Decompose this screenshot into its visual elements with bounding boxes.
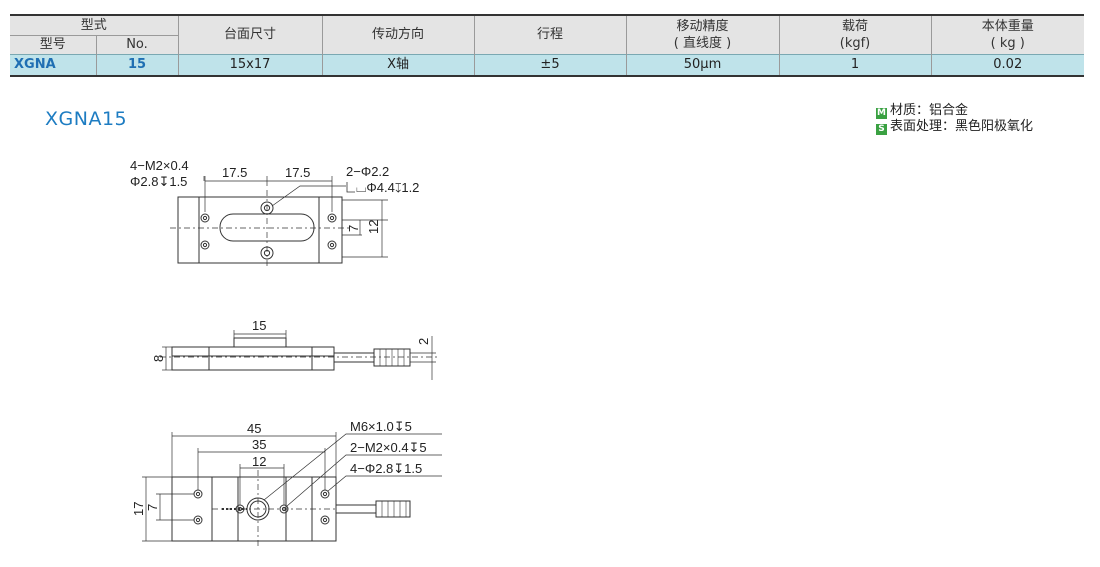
counterbore-hole-icon: [260, 246, 274, 260]
side-view: 15 8 2: [151, 318, 440, 380]
header-model: 型号: [10, 35, 96, 55]
screw-hole-icon: [200, 240, 210, 250]
dim-17-5-left: 17.5: [222, 165, 247, 180]
callout-m6: M6×1.0↧5: [350, 419, 412, 434]
leader-line: [271, 185, 346, 207]
spindle-shaft: [333, 352, 375, 363]
dim-17: 17: [131, 502, 146, 516]
leader-line: [327, 475, 442, 492]
product-title: XGNA15: [45, 108, 128, 130]
screw-hole-icon: [320, 489, 330, 499]
screw-hole-icon: [327, 240, 337, 250]
header-weight-line2: ( kg ): [990, 36, 1025, 51]
callout-phi2-8: 4−Φ2.8↧1.5: [350, 461, 422, 476]
dim-35: 35: [252, 437, 266, 452]
dim-7: 7: [346, 225, 361, 232]
top-view: 4−M2×0.4 Φ2.8↧1.5 17.5 17.5 2−Φ2.2 ⌴Φ4.4…: [130, 158, 419, 266]
header-stroke: 行程: [473, 14, 627, 55]
leader-line: [286, 454, 442, 507]
screw-hole-icon: [193, 515, 203, 525]
table-header-row: 型式 台面尺寸 传动方向 行程 移动精度 ( 直线度 ) 载荷 (kgf) 本体…: [10, 14, 1085, 55]
material-note-text: 材质：铝合金: [890, 103, 969, 118]
adjustment-knob: [375, 500, 411, 518]
dim-12: 12: [366, 220, 381, 234]
hole-callout-line1: 2−Φ2.2: [346, 164, 389, 179]
header-weight: 本体重量 ( kg ): [930, 14, 1085, 55]
header-precision-line1: 移动精度: [676, 19, 729, 34]
cell-stroke: ±5: [473, 54, 627, 77]
header-weight-line1: 本体重量: [981, 19, 1034, 34]
cell-no: 15: [95, 54, 179, 77]
header-precision: 移动精度 ( 直线度 ): [625, 14, 780, 55]
dim-17-5-right: 17.5: [285, 165, 310, 180]
header-load: 载荷 (kgf): [778, 14, 932, 55]
cell-weight: 0.02: [930, 54, 1085, 77]
screw-hole-icon: [200, 213, 210, 223]
thread-callout-line2: Φ2.8↧1.5: [130, 174, 187, 189]
dim-12-bottom: 12: [252, 454, 266, 469]
spec-table: 型式 台面尺寸 传动方向 行程 移动精度 ( 直线度 ) 载荷 (kgf) 本体…: [10, 14, 1085, 77]
header-no: No.: [95, 35, 179, 55]
header-table-size: 台面尺寸: [177, 14, 323, 55]
counterbore-symbol-icon: [346, 182, 355, 193]
screw-hole-icon: [320, 515, 330, 525]
table-subheader-row: 型号 No.: [10, 35, 1084, 55]
top-view-body: [177, 196, 343, 264]
header-type-group: 型式: [10, 14, 179, 36]
cell-direction: X轴: [321, 54, 475, 77]
header-precision-line2: ( 直线度 ): [673, 36, 732, 51]
side-view-table: [233, 337, 287, 348]
table-row: XGNA 15 15x17 X轴 ±5 50μm 1 0.02: [10, 54, 1085, 77]
spindle-shaft: [335, 504, 377, 514]
dim-2: 2: [416, 338, 431, 345]
cell-model: XGNA: [10, 54, 96, 77]
hole-callout-line2: ⌴Φ4.4↧1.2: [356, 180, 419, 195]
dim-7-bottom: 7: [145, 504, 160, 511]
leader-line: [263, 433, 442, 501]
cell-load: 1: [778, 54, 932, 77]
cell-precision: 50μm: [625, 54, 780, 77]
header-load-line2: (kgf): [839, 36, 871, 51]
counterbore-hole-icon: [260, 201, 274, 215]
cell-table-size: 15x17: [177, 54, 323, 77]
header-direction: 传动方向: [321, 14, 475, 55]
callout-m2: 2−M2×0.4↧5: [350, 440, 427, 455]
surface-tag-icon: S: [876, 124, 887, 135]
dim-15: 15: [252, 318, 266, 333]
screw-hole-icon: [193, 489, 203, 499]
header-load-line1: 载荷: [842, 19, 869, 34]
surface-note-text: 表面处理：黑色阳极氧化: [890, 119, 1034, 134]
dim-8: 8: [151, 355, 166, 362]
dim-45: 45: [247, 421, 261, 436]
screw-hole-icon: [327, 213, 337, 223]
bottom-view: 45 35 12 17 7 M6×1.0↧5 2−M2×0.4↧5 4−Φ2.8…: [131, 419, 442, 546]
material-tag-icon: M: [876, 108, 887, 119]
side-view-body: [171, 346, 335, 371]
thread-callout-line1: 4−M2×0.4: [130, 158, 189, 173]
